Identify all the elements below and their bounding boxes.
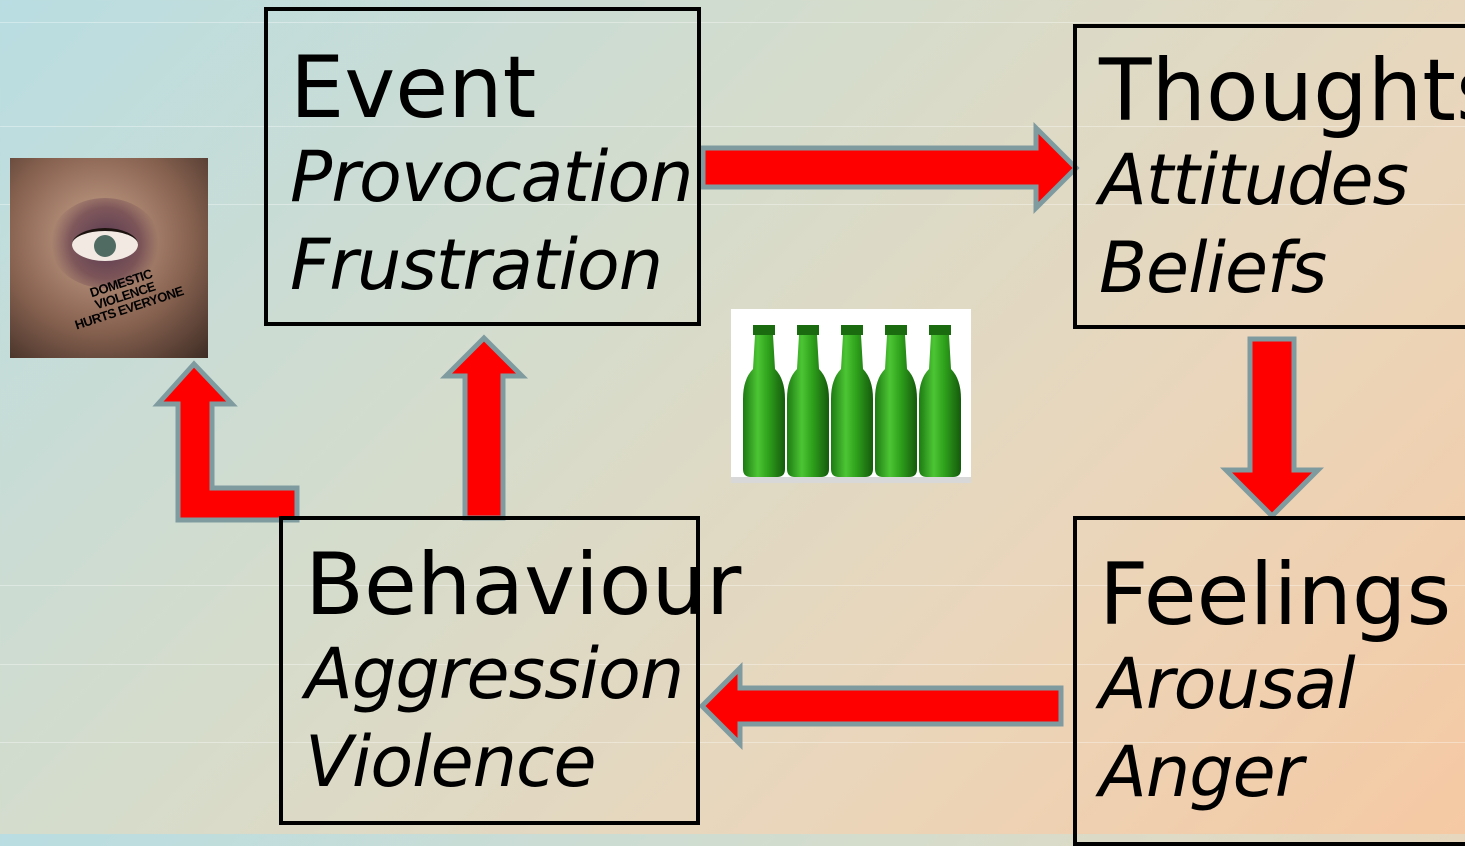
grid-line — [0, 664, 1465, 665]
thoughts-line-attitudes: Attitudes — [1099, 139, 1409, 221]
event-title: Event — [290, 38, 537, 138]
behaviour-title: Behaviour — [305, 535, 742, 635]
thoughts-box: Thoughts Attitudes Beliefs — [1073, 24, 1465, 329]
bruised-eye-photo: DOMESTIC VIOLENCE HURTS EVERYONE — [10, 158, 208, 358]
shelf — [731, 477, 971, 483]
event-line-frustration: Frustration — [290, 224, 663, 306]
arrow-behaviour-to-event — [439, 334, 529, 521]
behaviour-line-violence: Violence — [305, 721, 597, 803]
grid-line — [0, 204, 1465, 205]
green-bottles-photo — [731, 309, 971, 483]
behaviour-box: Behaviour Aggression Violence — [279, 516, 742, 825]
grid-line — [0, 22, 1465, 23]
feelings-box: Feelings Arousal Anger — [1073, 516, 1465, 846]
grid-line — [0, 742, 1465, 743]
arrow-thoughts-to-feelings — [1219, 336, 1325, 520]
bottle — [919, 325, 961, 477]
feelings-title: Feelings — [1099, 545, 1452, 645]
bottles-drawing — [731, 325, 971, 483]
event-box: Event Provocation Frustration — [264, 7, 701, 326]
event-line-provocation: Provocation — [290, 136, 694, 218]
thoughts-title: Thoughts — [1099, 41, 1465, 141]
feelings-line-arousal: Arousal — [1099, 643, 1356, 725]
arrow-event-to-thoughts — [700, 121, 1080, 215]
bottle — [743, 325, 785, 477]
bottle — [875, 325, 917, 477]
arrow-feelings-to-behaviour — [698, 661, 1064, 751]
bottle — [787, 325, 829, 477]
feelings-line-anger: Anger — [1099, 731, 1304, 813]
arrow-behaviour-to-victim — [152, 360, 300, 523]
grid-line — [0, 126, 1465, 127]
thoughts-line-beliefs: Beliefs — [1099, 227, 1327, 309]
eye-shape — [72, 228, 138, 261]
behaviour-line-aggression: Aggression — [305, 633, 684, 715]
iris — [94, 235, 116, 257]
grid-line — [0, 585, 1465, 586]
bottle — [831, 325, 873, 477]
